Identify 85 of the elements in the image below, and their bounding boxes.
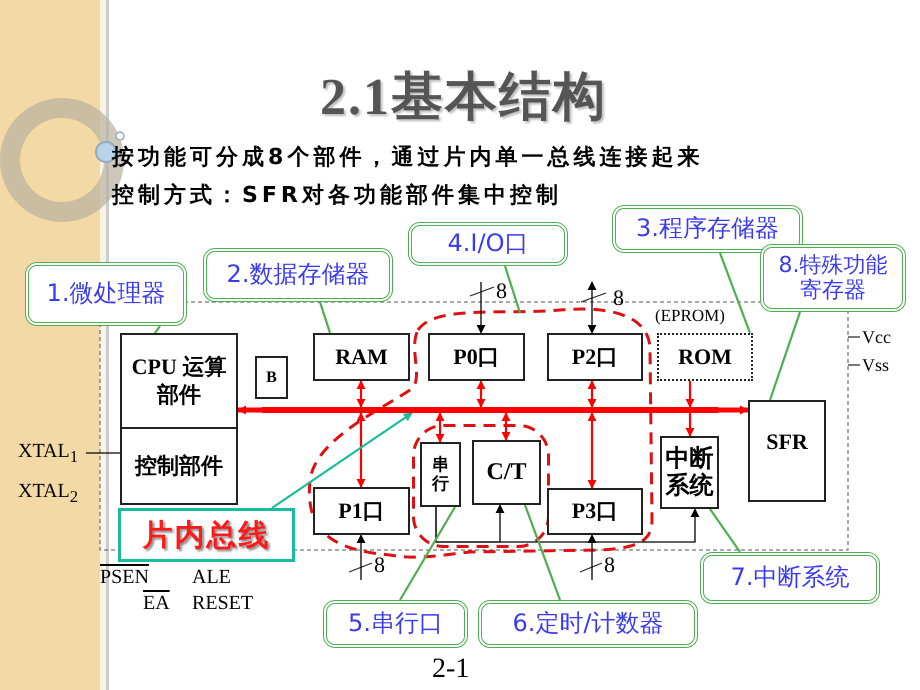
note-text: 控制方式：SFR对各功能部件集中控制	[112, 184, 562, 208]
callout-text: 8.特殊功能寄存器	[778, 252, 888, 304]
memory-type-label: (EPROM)	[655, 306, 725, 326]
bus-width-label: 8	[496, 279, 507, 304]
leader-line	[154, 325, 161, 334]
callout-text: 3.程序存储器	[636, 215, 779, 243]
block-label: CPU 运算部件	[130, 353, 228, 408]
module-label: P2口	[572, 344, 618, 370]
module-label: P3口	[572, 499, 618, 524]
callout-bubble	[323, 600, 468, 648]
bus-arrow	[356, 380, 366, 408]
leader-line	[504, 266, 522, 314]
bus-arrow	[356, 412, 366, 488]
module-label: ROM	[678, 344, 732, 370]
module-box	[547, 333, 643, 381]
signal-line	[435, 507, 700, 543]
port-arrow	[588, 534, 596, 580]
callout-bubble	[478, 600, 698, 648]
callout-bubble	[203, 248, 393, 302]
bus-arrow	[686, 413, 694, 437]
bus-arrow	[588, 412, 596, 489]
module-label: 中断系统	[666, 446, 714, 499]
module-label: C/T	[486, 459, 526, 486]
bus-width-label: 8	[613, 286, 624, 310]
callout-text: 1.微处理器	[46, 280, 166, 308]
pin-label: Vss	[862, 356, 890, 376]
module-label: B	[266, 368, 277, 386]
module-label: SFR	[766, 430, 808, 454]
leader-line	[399, 506, 456, 601]
bus-label-box	[118, 508, 295, 562]
module-label: RAM	[335, 344, 388, 370]
callout-text: 2.数据存储器	[226, 261, 370, 289]
bus-arrow	[476, 380, 486, 408]
pin-label: Vcc	[862, 328, 891, 348]
module-box	[428, 333, 525, 381]
module-box	[748, 400, 826, 502]
bus-arrow	[588, 380, 596, 408]
callout-bubble	[408, 222, 568, 266]
callout-text: 4.I/O口	[448, 230, 528, 258]
pointer-arrow	[271, 412, 413, 509]
callout-text: 5.串行口	[348, 610, 443, 638]
port-arrow	[476, 282, 486, 334]
bus-width-label: 8	[374, 553, 385, 578]
bus-arrow	[237, 406, 262, 414]
module-box	[313, 487, 410, 535]
pin-label: XTAL$_{2}$	[18, 480, 78, 506]
leader-line	[709, 508, 741, 553]
leader-line	[318, 302, 332, 334]
callout-text: 7.中断系统	[730, 564, 850, 592]
pin-label: EA	[143, 592, 170, 614]
callout-bubble	[700, 552, 880, 604]
module-label: P1口	[338, 498, 385, 524]
register-box	[255, 356, 288, 399]
module-box	[660, 436, 719, 509]
bus-width-label: 8	[604, 553, 615, 578]
leader-line	[768, 312, 802, 400]
port-arrow	[356, 534, 366, 580]
page-number: 2-1	[432, 654, 470, 685]
slide-title: 2.1基本结构	[320, 68, 607, 128]
callout-text: 6.定时/计数器	[512, 610, 664, 638]
bus-arrow	[686, 381, 694, 408]
bus-arrow	[436, 412, 444, 443]
module-label: 串行	[432, 456, 449, 494]
module-box	[472, 440, 541, 505]
bus-label: 片内总线	[142, 516, 270, 554]
module-label: P0口	[453, 344, 500, 370]
block-label: 控制部件	[135, 452, 223, 480]
callout-bubble	[612, 205, 803, 253]
note-text: 按功能可分成8个部件，通过片内单一总线连接起来	[112, 146, 704, 170]
callout-bubble	[25, 262, 187, 326]
callout-bubble	[760, 244, 906, 312]
cpu-block	[120, 333, 238, 505]
leader-line	[524, 504, 562, 600]
bus-arrow	[502, 412, 510, 441]
module-box	[420, 442, 461, 507]
pin-label: PSEN	[100, 566, 149, 588]
pin-line	[86, 452, 120, 454]
leader-line	[718, 252, 752, 334]
pin-label: XTAL$_{1}$	[18, 440, 78, 466]
bus-arrow	[718, 406, 749, 414]
pin-label: RESET	[192, 592, 254, 614]
pin-label: ALE	[192, 566, 231, 588]
module-box	[313, 333, 410, 381]
port-arrow	[588, 281, 596, 334]
module-box	[547, 488, 643, 535]
